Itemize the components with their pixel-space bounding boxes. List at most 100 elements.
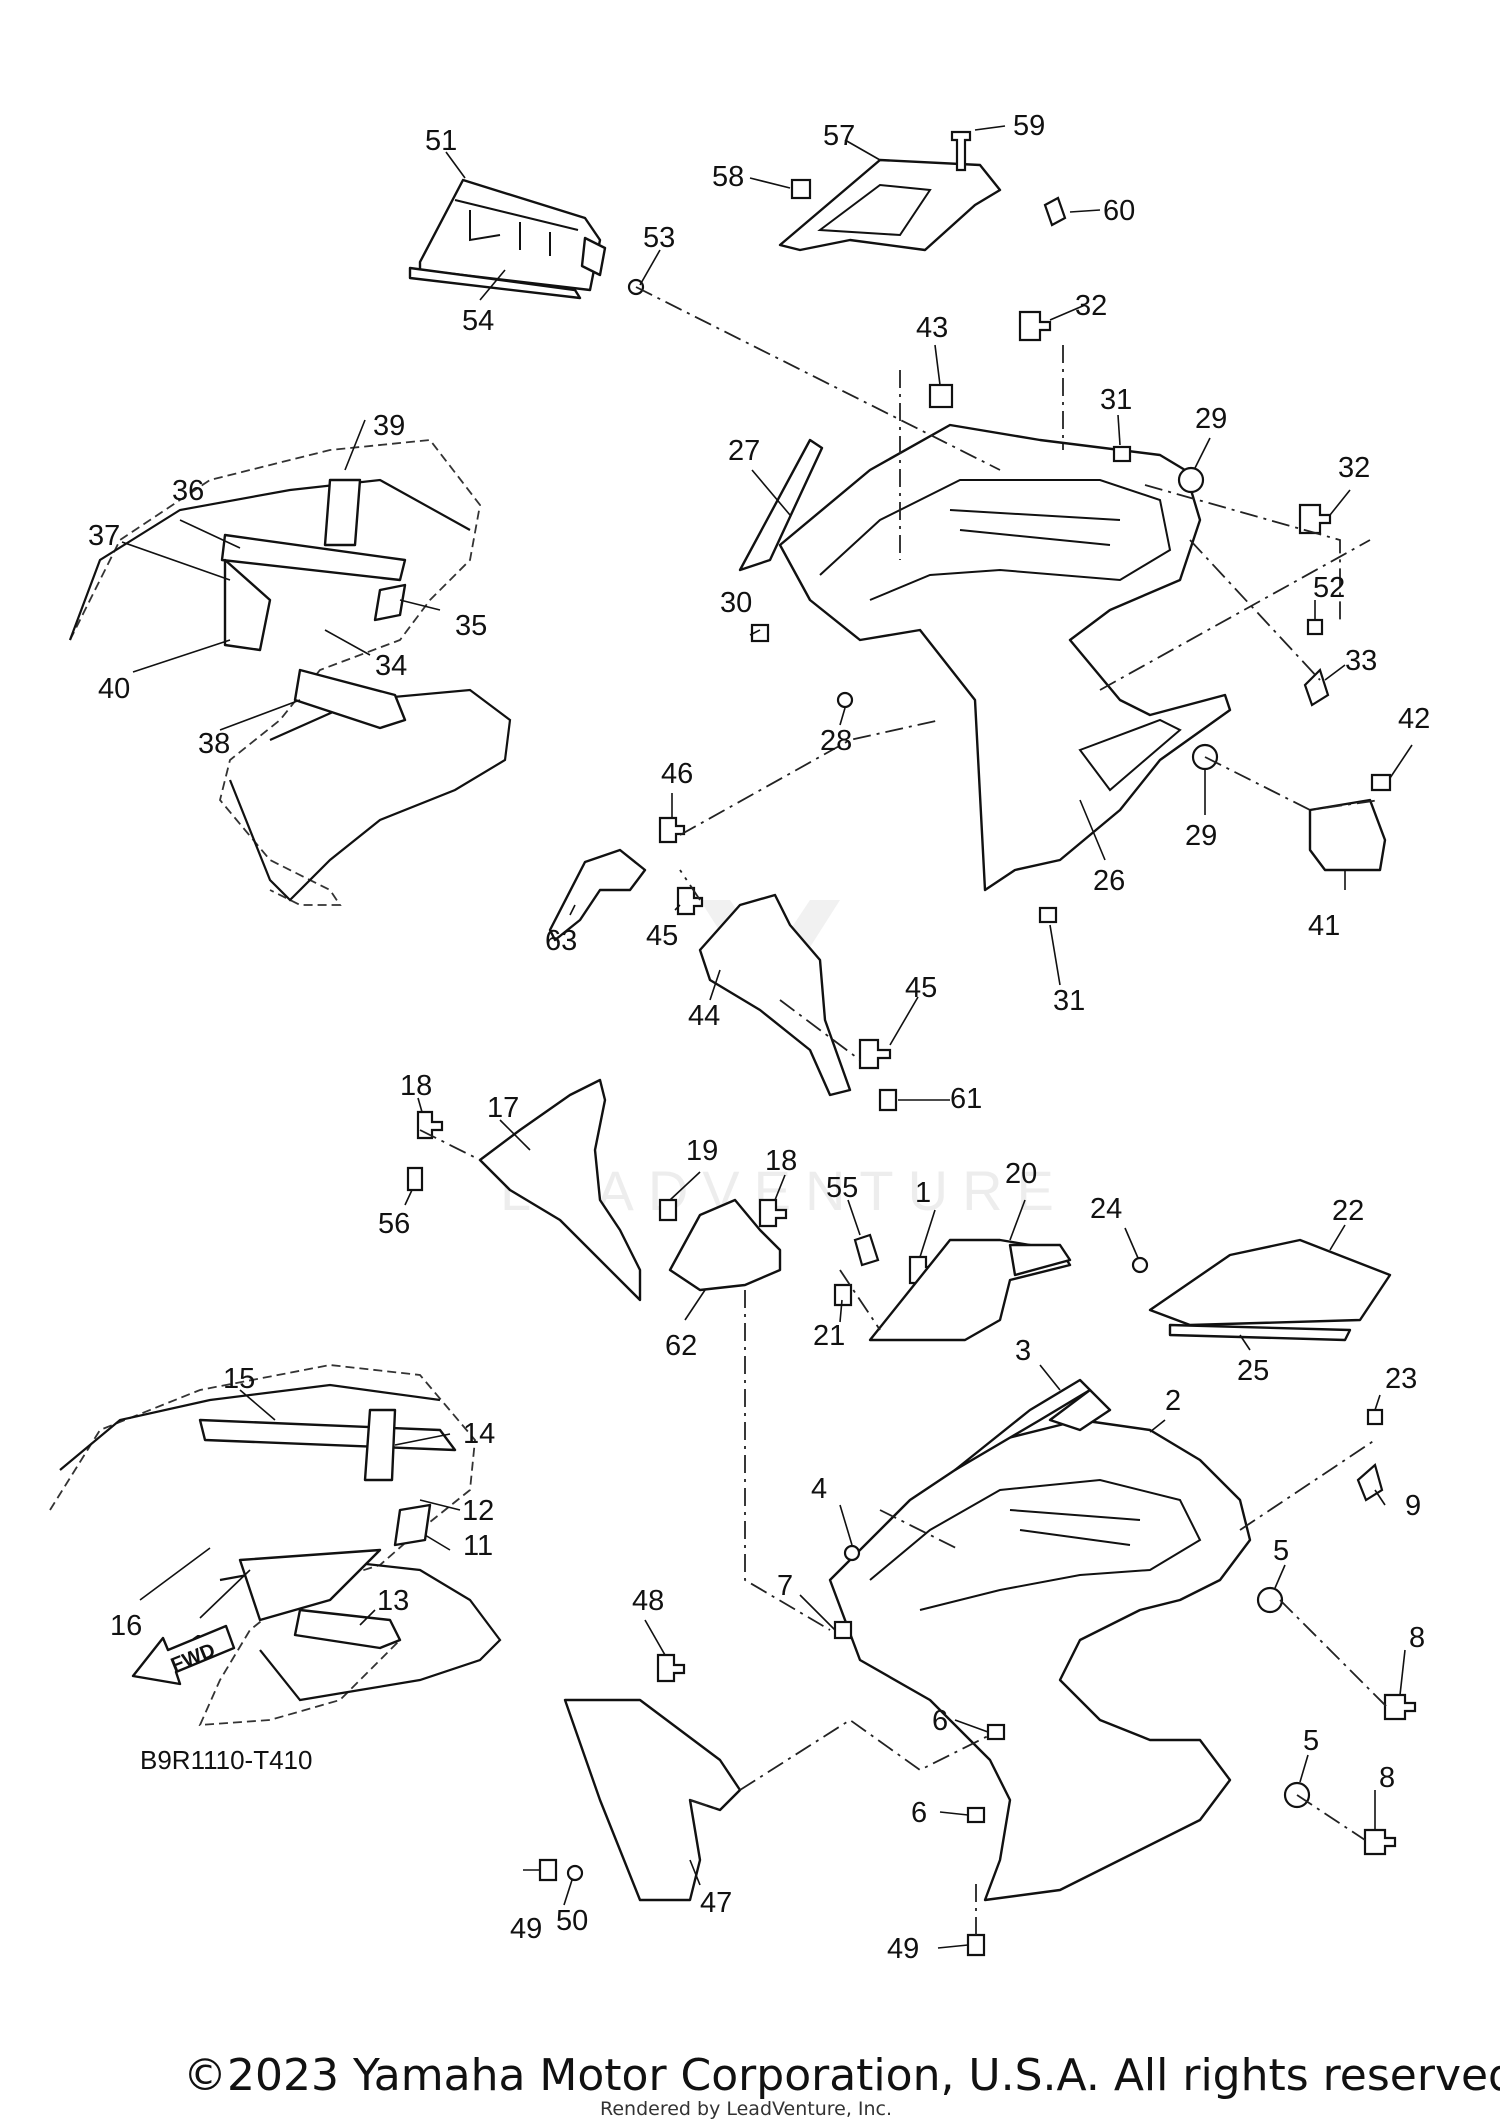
- part-4-washer: [843, 1544, 861, 1562]
- part-15-seal: [198, 1418, 457, 1452]
- label-32-right: 32: [1338, 452, 1370, 484]
- label-61: 61: [950, 1083, 982, 1115]
- label-26: 26: [1093, 865, 1125, 897]
- label-62: 62: [665, 1330, 697, 1362]
- label-34: 34: [375, 650, 407, 682]
- part-40-panel: [223, 558, 272, 652]
- label-29-upper: 29: [1195, 403, 1227, 435]
- part-62-bracket: [668, 1198, 782, 1292]
- label-5-upper: 5: [1273, 1535, 1289, 1567]
- label-9: 9: [1405, 1490, 1421, 1522]
- part-46-rivet: [658, 816, 686, 844]
- label-6-lower: 6: [911, 1797, 927, 1829]
- diagram-code: B9R1110-T410: [140, 1745, 313, 1775]
- label-41: 41: [1308, 910, 1340, 942]
- label-57: 57: [823, 120, 855, 152]
- label-21: 21: [813, 1320, 845, 1352]
- part-43-clip: [928, 383, 954, 409]
- label-52: 52: [1313, 572, 1345, 604]
- label-37: 37: [88, 520, 120, 552]
- label-29-lower: 29: [1185, 820, 1217, 852]
- label-48: 48: [632, 1585, 664, 1617]
- part-6-clip-upper: [986, 1723, 1006, 1741]
- part-8-bolt-lower: [1363, 1828, 1397, 1856]
- label-8-lower: 8: [1379, 1762, 1395, 1794]
- inner-panel-lower-group: [49, 1364, 502, 1727]
- part-41-bracket: [1308, 798, 1387, 872]
- label-1: 1: [915, 1177, 931, 1209]
- part-58-clip: [790, 178, 812, 200]
- part-47-cover: [563, 1698, 742, 1902]
- label-60: 60: [1103, 195, 1135, 227]
- label-32-upper: 32: [1075, 290, 1107, 322]
- assembly-lines: [419, 286, 1391, 1935]
- part-7-clip: [833, 1620, 853, 1640]
- part-36-seal: [220, 533, 407, 582]
- part-52-nut: [1306, 618, 1324, 636]
- part-31-clip-upper: [1112, 445, 1132, 463]
- label-35: 35: [455, 610, 487, 642]
- part-31-clip-lower: [1038, 906, 1058, 924]
- label-2: 2: [1165, 1385, 1181, 1417]
- part-26-side-cowling: [778, 423, 1232, 892]
- label-33: 33: [1345, 645, 1377, 677]
- part-42-bolt: [1370, 773, 1392, 792]
- label-30: 30: [720, 587, 752, 619]
- label-53: 53: [643, 222, 675, 254]
- label-36: 36: [172, 475, 204, 507]
- part-19-rivet: [658, 1198, 678, 1222]
- label-39: 39: [373, 410, 405, 442]
- part-8-bolt-upper: [1383, 1693, 1417, 1721]
- copyright-notice: ©2023 Yamaha Motor Corporation, U.S.A. A…: [183, 2050, 1500, 2101]
- part-6-clip-lower: [966, 1806, 986, 1824]
- label-13: 13: [377, 1585, 409, 1617]
- label-4: 4: [811, 1473, 827, 1505]
- label-31-lower: 31: [1053, 985, 1085, 1017]
- label-11: 11: [463, 1530, 493, 1562]
- label-63: 63: [545, 925, 577, 957]
- label-18-left: 18: [400, 1070, 432, 1102]
- label-20: 20: [1005, 1158, 1037, 1190]
- part-49-bolt-left: [538, 1858, 558, 1882]
- label-59: 59: [1013, 110, 1045, 142]
- label-40: 40: [98, 673, 130, 705]
- part-49-bolt-right: [966, 1933, 986, 1957]
- label-55: 55: [826, 1172, 858, 1204]
- part-44-inner-cover: [698, 893, 852, 1097]
- label-45-right: 45: [905, 972, 937, 1004]
- fwd-arrow-icon: FWD: [131, 1624, 236, 1686]
- rendered-by-note: Rendered by LeadVenture, Inc.: [600, 2098, 893, 2120]
- label-25: 25: [1237, 1355, 1269, 1387]
- label-22: 22: [1332, 1195, 1364, 1227]
- part-57-duct: [778, 158, 1002, 252]
- part-5-grommet-upper: [1256, 1586, 1284, 1614]
- label-12: 12: [462, 1495, 494, 1527]
- label-19: 19: [686, 1135, 718, 1167]
- part-63-bracket: [548, 848, 647, 942]
- part-35-pad: [373, 583, 407, 622]
- label-54: 54: [462, 305, 494, 337]
- part-22-side-panel: [1148, 1238, 1392, 1327]
- part-30-clip: [750, 623, 770, 643]
- label-6-upper: 6: [932, 1705, 948, 1737]
- leader-lines: [121, 125, 1413, 1949]
- label-24: 24: [1090, 1193, 1122, 1225]
- label-51: 51: [425, 125, 457, 157]
- part-23-nut: [1366, 1408, 1384, 1426]
- label-5-lower: 5: [1303, 1725, 1319, 1757]
- label-18-right: 18: [765, 1145, 797, 1177]
- label-50: 50: [556, 1905, 588, 1937]
- part-45-bolt-upper: [676, 886, 704, 916]
- label-43: 43: [916, 312, 948, 344]
- label-47: 47: [700, 1887, 732, 1919]
- part-39-strip: [323, 478, 362, 547]
- label-17: 17: [487, 1092, 519, 1124]
- part-56-rivet: [406, 1166, 424, 1192]
- part-labels: 1 2 3 4 5 5 6 6 7 8 8 9 10 11 12 13 14 1…: [88, 110, 1430, 1965]
- part-59-screw: [950, 130, 972, 172]
- part-32-bolt-right: [1298, 503, 1332, 535]
- part-51-panel: [408, 178, 607, 300]
- part-10-panel: [238, 1548, 382, 1622]
- part-32-bolt-upper: [1018, 310, 1052, 342]
- part-14-strip: [363, 1408, 397, 1482]
